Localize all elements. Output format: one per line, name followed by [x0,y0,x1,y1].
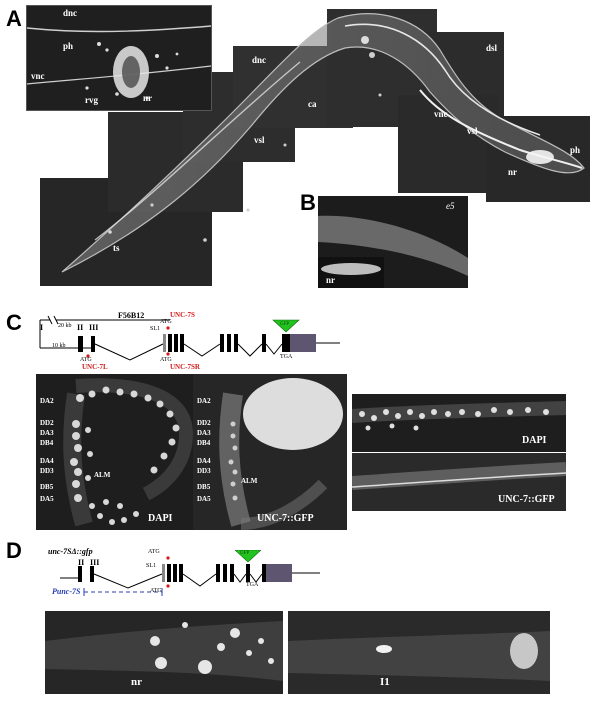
c-gfp-cell-DD2: DD2 [197,419,211,427]
c-dapi-2-title: DAPI [522,435,547,446]
panel-c-letter: C [6,310,22,335]
c-dapi-cell-DA4: DA4 [40,457,54,465]
c-gfp-cell-DA3: DA3 [197,429,211,437]
label-dsl: dsl [486,43,498,53]
c-dapi-nuclei [63,378,193,527]
c-isoform-7l: UNC-7L [82,363,108,371]
c-isoform-7s: UNC-7S [170,311,195,319]
c-gfp-image-2: UNC-7::GFP [352,453,566,511]
c-dapi-cell-DB5: DB5 [40,483,54,491]
c-gfp: GFP [280,322,290,327]
label-dnc: dnc [252,55,267,65]
c-cosmid: F56B12 [118,311,145,320]
c-dapi-cell-DA2: DA2 [40,397,54,405]
c-gfp-cell-DD3: DD3 [197,467,211,475]
c-exon-III: III [89,323,99,332]
panel-c-gene-diagram [39,315,340,361]
worm-body [61,13,585,273]
d-label-I1: I1 [380,676,390,688]
c-dapi-title: DAPI [148,513,173,524]
c-gfp-cell-DA4: DA4 [197,457,211,465]
label-ca: ca [308,99,317,109]
inset-label-nr: nr [143,93,152,103]
d-image-right-worm [288,631,550,681]
d-exon-III: III [90,558,100,567]
label-ts: ts [113,243,120,253]
c-dapi-cell-DA5: DA5 [40,495,54,503]
inset-label-dnc: dnc [63,8,78,18]
inset-label-ph: ph [63,41,74,51]
c-sl1: SL1 [150,326,161,332]
c-gfp-image-1: DA2 DD2 DA3 DB4 DA4 DD3 DB5 DA5 ALM UNC-… [193,374,347,530]
panel-d-gene-diagram [60,550,320,596]
c-dapi-2-nuclei [352,401,566,431]
c-gfp-2-worm [352,462,566,490]
panel-b-inset: nr [318,257,384,288]
d-promoter: Punc-7S [52,587,81,596]
d-label-nr: nr [131,676,142,688]
panel-a-inset: dnc ph vnc rvg nr [26,5,212,111]
d-exon-II: II [78,558,85,567]
label-nr: nr [508,167,517,177]
c-gfp-cell-DA5: DA5 [197,495,211,503]
inset-label-rvg: rvg [85,95,98,105]
label-ph: ph [570,145,581,155]
c-exon-I: I [40,323,44,332]
c-atg-7l: ATG [80,357,92,363]
d-atg-top: ATG [148,549,160,555]
c-scale-bottom: 10 kb [52,343,66,349]
d-atg-bottom: ATG [150,588,162,594]
c-exon-II: II [77,323,84,332]
panel-d-letter: D [6,538,22,563]
c-dapi-cell-DD3: DD3 [40,467,54,475]
c-dapi-cell-DA3: DA3 [40,429,54,437]
d-image-left-worm [45,621,283,681]
c-isoform-7sr: UNC-7SR [170,363,200,371]
panel-b-inset-label: nr [326,275,335,285]
label-vsl-2: vsl [467,126,478,136]
d-image-right: I1 [288,611,550,694]
c-gfp-cell-DB4: DB4 [197,439,211,447]
panel-b-letter: B [300,190,316,215]
panel-b-inset-image [321,263,381,275]
d-gfp: GFP [240,551,250,556]
inset-image [27,25,211,100]
c-atg-bottom: ATG [160,357,172,363]
c-tga: TGA [280,354,293,360]
c-dapi-image-1: DA2 DD2 DA3 DB4 DA4 DD3 DB5 DA5 ALM DAPI [36,374,193,530]
panel-b-worm [318,215,468,276]
inset-label-vnc: vnc [31,71,45,81]
label-vnc: vnc [434,109,448,119]
d-sl1: SL1 [146,563,157,569]
c-gfp-title: UNC-7::GFP [257,513,314,524]
panel-b-genotype: e5 [446,201,455,211]
d-tga: TGA [246,582,259,588]
c-dapi-image-2: DAPI [352,394,566,452]
c-gfp-2-title: UNC-7::GFP [498,494,555,505]
d-construct: unc-7SΔ::gfp [48,547,93,556]
panel-a-letter: A [6,6,22,31]
c-dapi-cell-DD2: DD2 [40,419,54,427]
c-dapi-cell-DB4: DB4 [40,439,54,447]
label-vsl: vsl [254,135,265,145]
c-gfp-cell-DA2: DA2 [197,397,211,405]
c-dapi-alm: ALM [94,471,111,479]
c-gfp-worm [219,378,343,530]
c-atg-top: ATG [160,319,172,325]
c-scale-top: 20 kb [58,323,72,329]
c-gfp-alm: ALM [241,477,258,485]
d-image-left: nr [45,611,283,694]
c-gfp-cell-DB5: DB5 [197,483,211,491]
